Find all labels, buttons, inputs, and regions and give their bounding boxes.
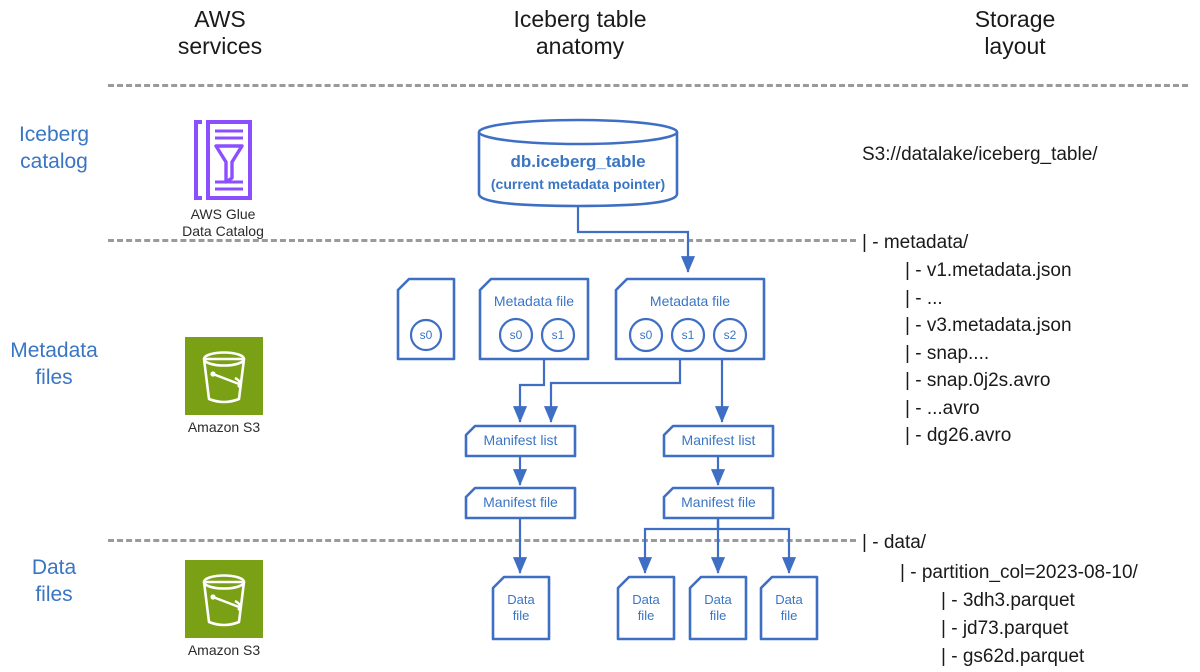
metadata-file-3-snapshot-s0: s0	[639, 328, 653, 342]
data-file-1-line1: Data	[507, 592, 535, 607]
amazon-s3-caption-data: Amazon S3	[170, 642, 278, 659]
iceberg-table-cylinder: db.iceberg_table (current metadata point…	[477, 118, 679, 208]
storage-metadata-entry-3: | - v3.metadata.json	[905, 315, 1072, 336]
row-label-metadata-files: Metadata files	[0, 337, 108, 391]
data-file-3-line2: file	[709, 608, 727, 623]
column-header-aws-services: AWS services	[120, 6, 320, 60]
metadata-file-3-title: Metadata file	[649, 293, 731, 309]
amazon-s3-icon-data	[185, 560, 263, 638]
column-header-storage-layout-line2: layout	[984, 33, 1046, 59]
data-file-4: Data file	[759, 575, 819, 641]
storage-metadata-dir: | - metadata/	[862, 232, 969, 253]
data-file-3: Data file	[688, 575, 748, 641]
column-header-iceberg-table-anatomy-line1: Iceberg table	[513, 6, 647, 32]
data-file-2-line1: Data	[632, 592, 660, 607]
metadata-file-1-snapshot-s0: s0	[419, 328, 433, 342]
storage-data-entry-1: | - 3dh3.parquet	[941, 590, 1075, 611]
manifest-list-2: Manifest list	[662, 424, 775, 458]
divider-catalog-metadata	[108, 239, 856, 242]
manifest-file-1-label: Manifest file	[483, 494, 558, 510]
storage-metadata-entry-4: | - snap....	[905, 343, 990, 364]
divider-metadata-data	[108, 539, 856, 542]
aws-glue-caption-line2: Data Catalog	[182, 223, 264, 239]
storage-metadata-entry-2: | - ...	[905, 288, 943, 309]
storage-data-partition: | - partition_col=2023-08-10/	[900, 562, 1138, 583]
storage-metadata-entry-1: | - v1.metadata.json	[905, 260, 1072, 281]
row-label-data-files-line2: files	[35, 583, 73, 606]
aws-glue-caption-line1: AWS Glue	[190, 206, 256, 222]
metadata-file-2: Metadata file s0 s1	[478, 277, 590, 361]
column-header-storage-layout: Storage layout	[905, 6, 1125, 60]
metadata-file-2-title: Metadata file	[493, 293, 575, 309]
amazon-s3-caption-metadata: Amazon S3	[170, 419, 278, 436]
storage-metadata-entry-7: | - dg26.avro	[905, 425, 1012, 446]
data-file-2-line2: file	[637, 608, 655, 623]
iceberg-table-pointer-note: (current metadata pointer)	[490, 176, 666, 192]
metadata-file-2-snapshot-s0: s0	[509, 328, 523, 342]
column-header-aws-services-line2: services	[177, 33, 263, 59]
row-label-iceberg-catalog-line2: catalog	[20, 150, 88, 173]
amazon-s3-icon-metadata	[185, 337, 263, 415]
row-label-data-files: Data files	[0, 554, 108, 608]
storage-data-entry-2: | - jd73.parquet	[941, 618, 1069, 639]
amazon-s3-caption-metadata-line1: Amazon S3	[187, 419, 261, 435]
data-file-3-line1: Data	[704, 592, 732, 607]
manifest-file-2: Manifest file	[662, 486, 775, 520]
metadata-file-3-snapshot-s1: s1	[681, 328, 695, 342]
column-header-storage-layout-line1: Storage	[974, 6, 1056, 32]
row-label-metadata-files-line2: files	[35, 366, 73, 389]
row-label-iceberg-catalog-line1: Iceberg	[18, 123, 90, 146]
metadata-file-3-snapshot-s2: s2	[723, 328, 737, 342]
storage-root-path: S3://datalake/iceberg_table/	[862, 144, 1098, 165]
manifest-list-1-label: Manifest list	[483, 432, 558, 448]
manifest-list-1: Manifest list	[464, 424, 577, 458]
aws-glue-caption: AWS Glue Data Catalog	[160, 206, 286, 240]
row-label-metadata-files-line1: Metadata	[10, 339, 98, 362]
data-file-1-line2: file	[512, 608, 530, 623]
iceberg-table-name: db.iceberg_table	[510, 152, 646, 171]
storage-data-entry-3: | - gs62d.parquet	[941, 646, 1085, 667]
column-header-aws-services-line1: AWS	[194, 6, 246, 32]
data-file-4-line1: Data	[775, 592, 803, 607]
divider-top	[108, 84, 1188, 87]
row-label-data-files-line1: Data	[31, 556, 77, 579]
manifest-file-2-label: Manifest file	[681, 494, 756, 510]
metadata-file-3: Metadata file s0 s1 s2	[614, 277, 766, 361]
storage-metadata-entry-5: | - snap.0j2s.avro	[905, 370, 1051, 391]
storage-metadata-entry-6: | - ...avro	[905, 398, 980, 419]
column-header-iceberg-table-anatomy-line2: anatomy	[535, 33, 625, 59]
manifest-list-2-label: Manifest list	[681, 432, 756, 448]
aws-glue-data-catalog-icon	[192, 118, 254, 202]
metadata-file-2-snapshot-s1: s1	[551, 328, 565, 342]
data-file-2: Data file	[616, 575, 676, 641]
amazon-s3-caption-data-line1: Amazon S3	[187, 642, 261, 658]
data-file-4-line2: file	[780, 608, 798, 623]
manifest-file-1: Manifest file	[464, 486, 577, 520]
column-header-iceberg-table-anatomy: Iceberg table anatomy	[455, 6, 705, 60]
data-file-1: Data file	[491, 575, 551, 641]
metadata-file-1: s0	[396, 277, 456, 361]
row-label-iceberg-catalog: Iceberg catalog	[0, 121, 108, 175]
storage-data-dir: | - data/	[862, 532, 927, 553]
